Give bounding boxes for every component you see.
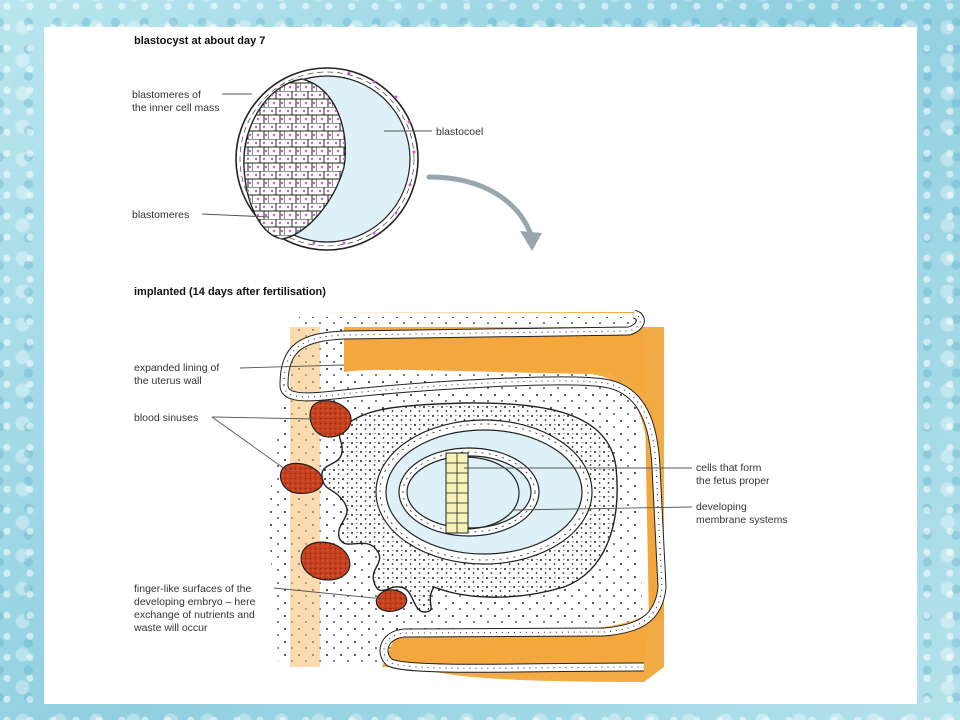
label-finger-3: exchange of nutrients and — [134, 609, 255, 621]
label-inner-cell-mass-2: the inner cell mass — [132, 102, 220, 114]
leader-finger-surfaces — [273, 587, 385, 600]
label-blood-sinuses: blood sinuses — [134, 412, 198, 424]
blood-sinus-3 — [300, 541, 351, 581]
heading-blastocyst: blastocyst at about day 7 — [134, 35, 265, 47]
label-membranes-2: membrane systems — [696, 514, 788, 526]
arrowhead-icon — [520, 231, 542, 251]
implanted-illustration — [269, 309, 667, 682]
leader-uterus-lining — [239, 364, 345, 369]
embryo-diagram: blastocyst at about day 7 implanted (14 … — [132, 35, 788, 682]
label-membranes-1: developing — [696, 501, 747, 513]
blastocyst-illustration — [235, 67, 419, 251]
label-fetus-cells-1: cells that form — [696, 462, 762, 474]
label-uterus-lining-2: the uterus wall — [134, 375, 202, 387]
blood-sinus-4 — [375, 589, 408, 612]
label-blastomeres: blastomeres — [132, 209, 189, 221]
blood-sinus-1 — [309, 400, 352, 438]
leader-membranes — [513, 506, 693, 511]
heading-implanted: implanted (14 days after fertilisation) — [134, 286, 326, 298]
label-finger-1: finger-like surfaces of the — [134, 583, 251, 595]
label-fetus-cells-2: the fetus proper — [696, 475, 770, 487]
label-inner-cell-mass-1: blastomeres of — [132, 89, 201, 101]
leader-blastomeres — [201, 213, 270, 218]
label-finger-4: waste will occur — [133, 622, 208, 634]
leader-blood-sinus-a — [211, 416, 315, 420]
label-finger-2: developing embryo – here — [134, 596, 256, 608]
blood-sinus-2 — [279, 462, 324, 494]
slide-panel: blastocyst at about day 7 implanted (14 … — [44, 27, 917, 704]
label-blastocoel: blastocoel — [436, 126, 483, 138]
transition-arrow — [426, 174, 534, 238]
leader-blood-sinus-b — [211, 416, 290, 473]
label-uterus-lining-1: expanded lining of — [134, 362, 219, 374]
